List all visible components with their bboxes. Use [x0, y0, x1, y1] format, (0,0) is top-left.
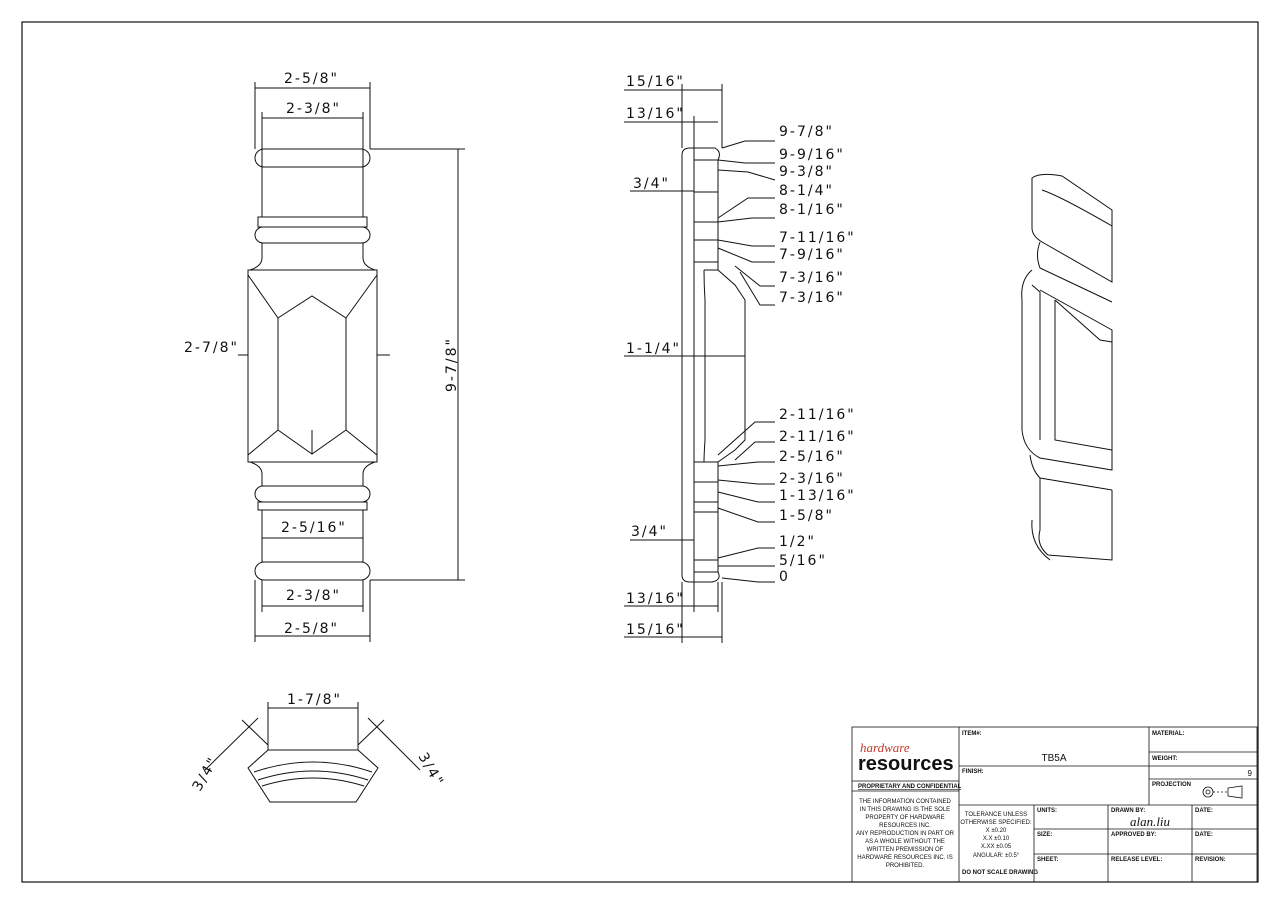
projection-label: PROJECTION: [1152, 782, 1191, 788]
level-label: 7-11/16": [779, 230, 856, 246]
level-label: 8-1/4": [779, 183, 834, 199]
level-label: 1-5/8": [779, 508, 834, 524]
confidential-line: PROHIBITED.: [886, 863, 925, 869]
tolerance-line: OTHERWISE SPECIFIED:: [960, 820, 1032, 826]
dim-side-top-a: 15/16": [626, 74, 685, 90]
dim-top-inner: 2-3/8": [286, 101, 341, 117]
level-label: 8-1/16": [779, 202, 845, 218]
units-label: UNITS:: [1037, 808, 1057, 814]
dim-lower-inner: 2-5/16": [281, 520, 347, 536]
isometric-view: [1021, 173, 1113, 561]
drawn-by-value: alan.liu: [1130, 814, 1171, 829]
dim-top-width: 1-7/8": [287, 692, 342, 708]
finish-label: FINISH:: [962, 769, 984, 775]
dim-side-bottom-a: 15/16": [626, 622, 685, 638]
level-label: 7-3/16": [779, 290, 845, 306]
level-label: 1-13/16": [779, 488, 856, 504]
item-value: TB5A: [1041, 753, 1066, 764]
tolerance-line: ANGULAR: ±0.5°: [973, 853, 1020, 859]
confidential-line: PROPERTY OF HARDWARE: [865, 815, 944, 821]
tolerance-line: X.XX ±0.05: [981, 844, 1012, 850]
level-label: 2-11/16": [779, 407, 856, 423]
date-label: DATE:: [1195, 808, 1213, 814]
level-label: 1/2": [779, 534, 816, 550]
material-label: MATERIAL:: [1152, 731, 1185, 737]
dim-top-left-depth: 3/4": [190, 754, 222, 794]
side-view: [624, 84, 776, 643]
weight-label: WEIGHT:: [1152, 756, 1177, 762]
dim-mid-width: 2-7/8": [184, 340, 239, 356]
level-label: 5/16": [779, 553, 827, 569]
tolerance-line: X ±0.20: [986, 828, 1007, 834]
logo-bottom: resources: [858, 753, 954, 775]
size-label: SIZE:: [1037, 832, 1052, 838]
sheet-label: SHEET:: [1037, 857, 1058, 863]
dim-side-lower-depth: 3/4": [631, 524, 668, 540]
title-block: [851, 726, 1258, 883]
drawn-by-label: DRAWN BY:: [1111, 808, 1145, 814]
confidential-line: AS A WHOLE WITHOUT THE: [865, 839, 945, 845]
tolerance-line: TOLERANCE UNLESS: [965, 812, 1027, 818]
level-label: 2-11/16": [779, 429, 856, 445]
side-view-labels: 15/16" 13/16" 3/4" 1-1/4" 3/4" 13/16" 15…: [626, 74, 685, 638]
front-view-labels: 2-5/8" 2-3/8" 2-7/8" 9-7/8" 2-5/16" 2-3/…: [184, 71, 460, 637]
dim-side-upper-depth: 3/4": [633, 176, 670, 192]
confidential-line: IN THIS DRAWING IS THE SOLE: [860, 807, 950, 813]
level-label: 7-3/16": [779, 270, 845, 286]
dim-side-mid-depth: 1-1/4": [626, 341, 681, 357]
top-view: [204, 702, 421, 803]
confidential-line: RESOURCES INC.: [879, 823, 931, 829]
logo-top: hardware: [860, 740, 910, 755]
front-view: [238, 82, 465, 642]
dim-side-top-b: 13/16": [626, 106, 685, 122]
level-label: 9-7/8": [779, 124, 834, 140]
confidential-line: ANY REPRODUCTION IN PART OR: [856, 831, 955, 837]
weight-value: 9: [1248, 769, 1253, 778]
date-label: DATE:: [1195, 832, 1213, 838]
level-label: 2-5/16": [779, 449, 845, 465]
title-block-text: hardware resources PROPRIETARY AND CONFI…: [856, 731, 1253, 876]
top-view-labels: 1-7/8" 3/4" 3/4": [190, 692, 447, 794]
confidential-line: HARDWARE RESOURCES INC. IS: [857, 855, 952, 861]
level-label: 9-9/16": [779, 147, 845, 163]
revision-label: REVISION:: [1195, 857, 1226, 863]
level-label: 7-9/16": [779, 247, 845, 263]
dim-top-outer: 2-5/8": [284, 71, 339, 87]
confidential-line: WRITTEN PREMISSION OF: [867, 847, 944, 853]
approved-by-label: APPROVED BY:: [1111, 832, 1156, 838]
no-scale-note: DO NOT SCALE DRAWING: [962, 870, 1038, 876]
confidential-line: THE INFORMATION CONTAINED: [859, 799, 951, 805]
tolerance-line: X.X ±0.10: [983, 836, 1010, 842]
level-label: 9-3/8": [779, 164, 834, 180]
item-label: ITEM#:: [962, 731, 982, 737]
level-label: 2-3/16": [779, 471, 845, 487]
dim-bottom-inner: 2-3/8": [286, 588, 341, 604]
confidential-title: PROPRIETARY AND CONFIDENTIAL: [858, 784, 962, 790]
dim-bottom-outer: 2-5/8": [284, 621, 339, 637]
dim-side-bottom-b: 13/16": [626, 591, 685, 607]
level-label: 0: [779, 569, 790, 585]
dim-height: 9-7/8": [444, 337, 460, 392]
sheet-border: [21, 21, 1259, 883]
release-level-label: RELEASE LEVEL:: [1111, 857, 1162, 863]
side-view-levels: 9-7/8" 9-9/16" 9-3/8" 8-1/4" 8-1/16" 7-1…: [779, 124, 856, 585]
